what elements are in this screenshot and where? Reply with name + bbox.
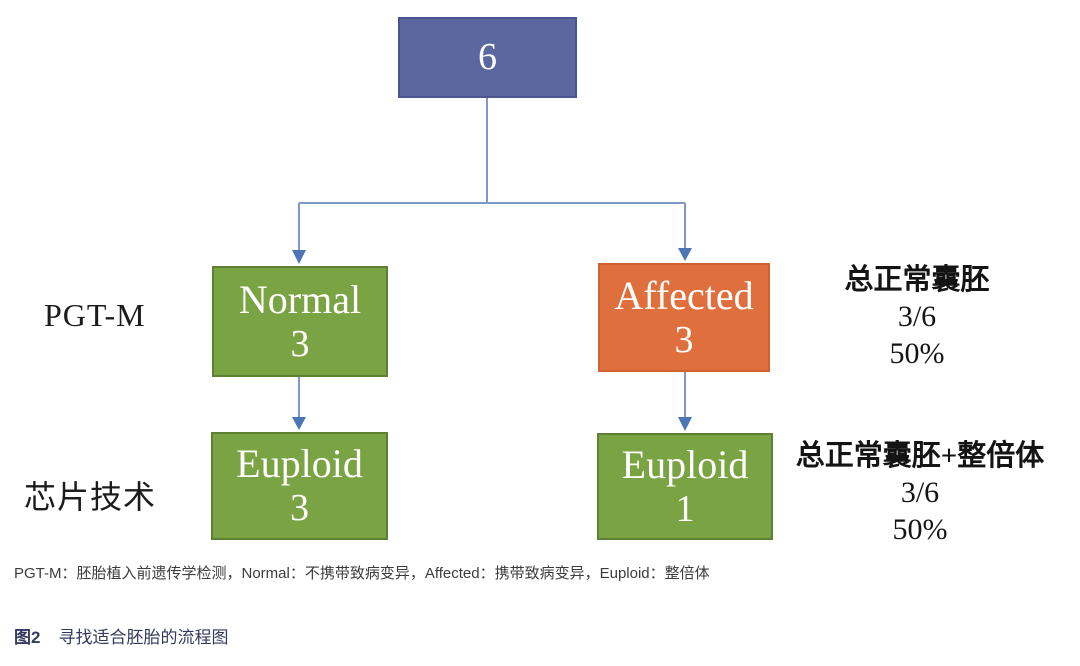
- node-euploid-right-value: 1: [675, 487, 695, 530]
- node-euploid-left: Euploid 3: [211, 432, 388, 540]
- node-normal-label: Normal: [238, 276, 362, 322]
- row-label-pgtm: PGT-M: [44, 297, 146, 333]
- node-total-embryos: 6: [398, 17, 577, 98]
- annotation-normal-plus-euploid: 总正常囊胚+整倍体 3/6 50%: [772, 438, 1068, 548]
- node-euploid-right: Euploid 1: [597, 433, 773, 540]
- node-normal-value: 3: [290, 322, 310, 365]
- arrowhead-to-euploid-right: [678, 417, 692, 431]
- node-affected: Affected 3: [598, 263, 770, 372]
- figure-caption: 图2 寻找适合胚胎的流程图: [14, 623, 228, 648]
- node-total-value: 6: [478, 36, 497, 79]
- annotation-normal-blastocysts: 总正常囊胚 3/6 50%: [797, 262, 1037, 372]
- annotation-2-fraction: 3/6: [900, 476, 940, 509]
- row-label-chip-technology: 芯片技术: [24, 479, 157, 515]
- abbreviation-footnote: PGT-M：胚胎植入前遗传学检测，Normal：不携带致病变异，Affected…: [14, 565, 710, 582]
- annotation-1-fraction: 3/6: [897, 300, 937, 333]
- arrowhead-to-affected: [678, 248, 692, 261]
- node-euploid-left-label: Euploid: [236, 441, 363, 487]
- annotation-2-percent: 50%: [892, 513, 948, 546]
- node-euploid-left-value: 3: [290, 487, 309, 530]
- arrowhead-to-euploid-left: [292, 417, 306, 430]
- figure-caption-text: 寻找适合胚胎的流程图: [58, 628, 229, 647]
- annotation-2-title: 总正常囊胚+整倍体: [795, 440, 1045, 472]
- figure-caption-tag: 图2: [14, 628, 41, 647]
- node-affected-label: Affected: [614, 272, 754, 318]
- node-affected-value: 3: [674, 318, 694, 361]
- arrowhead-to-normal: [292, 250, 306, 264]
- node-normal: Normal 3: [212, 266, 388, 377]
- annotation-1-percent: 50%: [889, 337, 945, 370]
- node-euploid-right-label: Euploid: [621, 441, 749, 487]
- annotation-1-title: 总正常囊胚: [844, 264, 990, 296]
